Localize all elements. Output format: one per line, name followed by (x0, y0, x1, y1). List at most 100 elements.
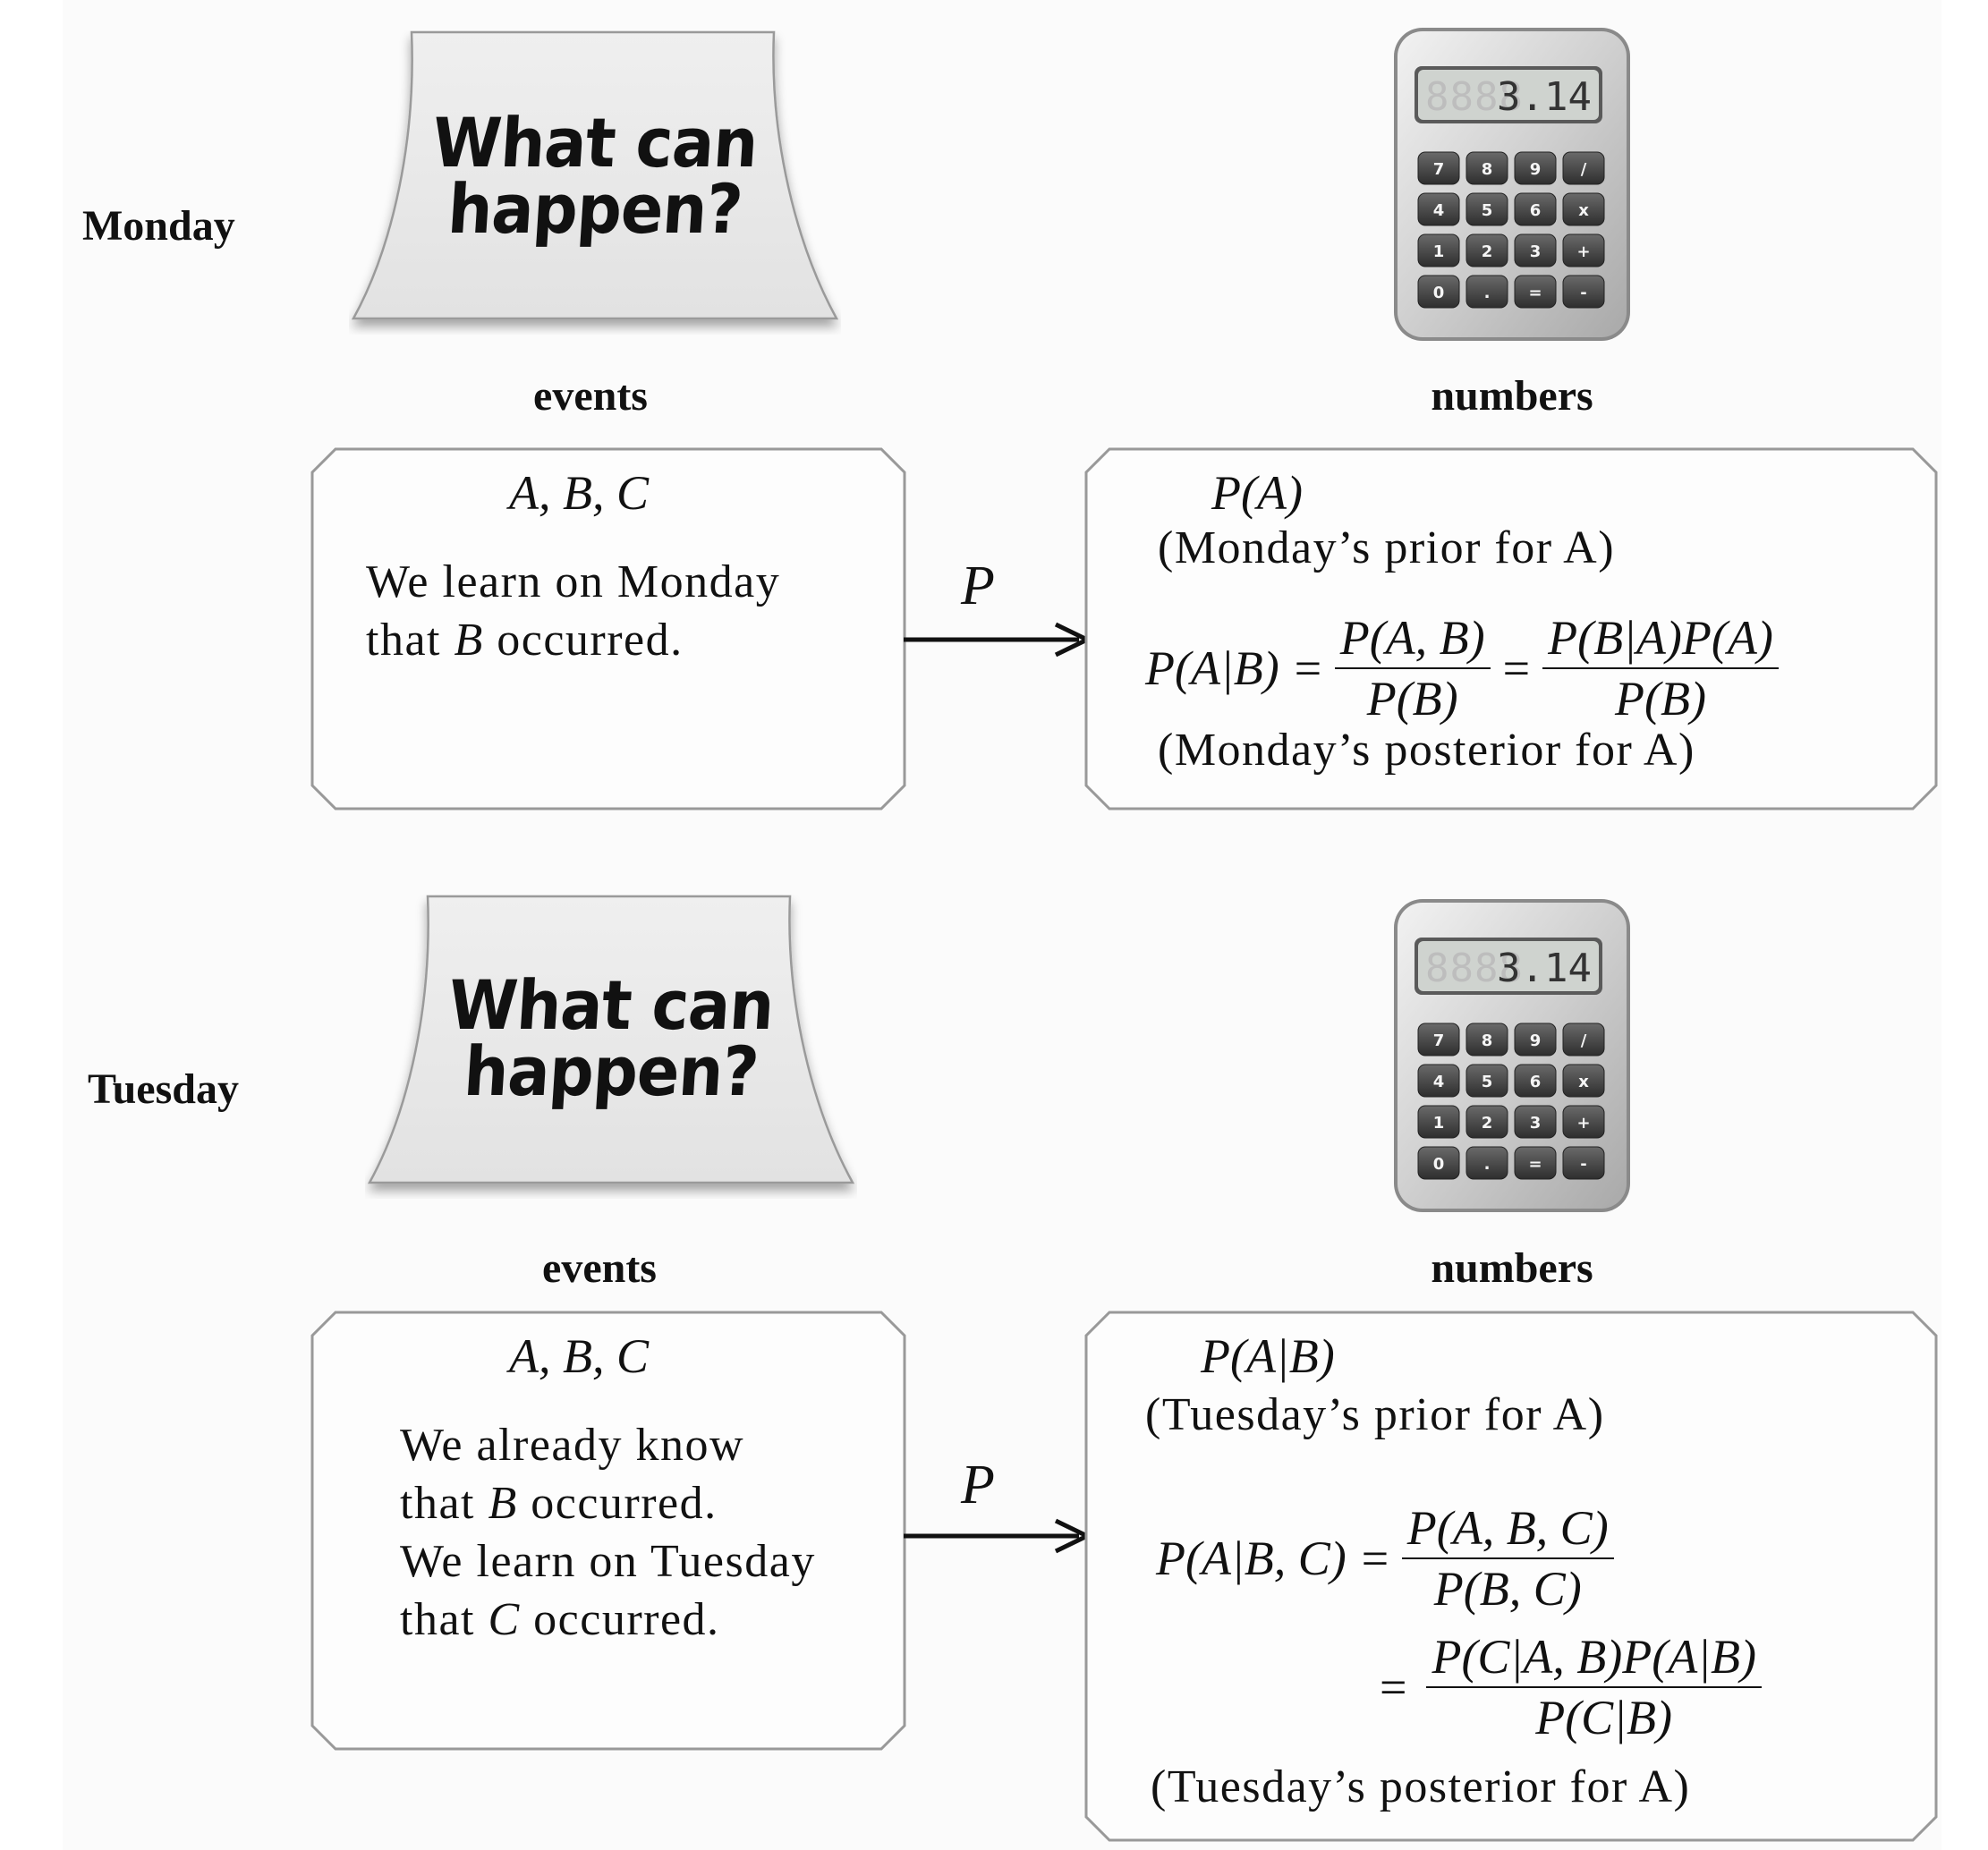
monday-events-label: events (533, 372, 648, 420)
monday-label: Monday (82, 202, 235, 250)
sign-text-line2: happen? (445, 169, 745, 249)
calculator-key (1514, 1146, 1557, 1180)
calculator-key (1417, 151, 1460, 185)
calculator-key-label: 6 (1530, 201, 1542, 220)
calculator-key-label: 0 (1433, 1155, 1445, 1174)
calculator-key (1514, 151, 1557, 185)
calculator-key-label: 5 (1482, 201, 1493, 220)
prior-caption: (Monday’s prior for A) (1158, 522, 1616, 573)
fraction-2: P(B|A)P(A)P(B) (1542, 608, 1779, 728)
sign-shape (367, 895, 855, 1184)
calculator-key (1466, 275, 1508, 309)
posterior-caption: (Monday’s posterior for A) (1158, 725, 1695, 776)
monday-arrow-label: P (961, 556, 995, 616)
monday-arrow (904, 622, 1092, 658)
calculator-key (1562, 275, 1605, 309)
calculator-key (1417, 233, 1460, 267)
calculator-key (1562, 233, 1605, 267)
calculator-key (1514, 1064, 1557, 1098)
calculator-key (1514, 233, 1557, 267)
calculator-key (1466, 1064, 1508, 1098)
calculator-key-label: 2 (1482, 242, 1493, 261)
calculator-key-label: + (1576, 1114, 1590, 1133)
sign-text-line2: happen? (461, 1031, 761, 1111)
calculator-key-label: - (1580, 1155, 1586, 1174)
fraction-1: P(A, B)P(B) (1334, 608, 1491, 728)
calculator-key (1466, 1023, 1508, 1057)
prior-expr: P(A) (1211, 466, 1303, 520)
svg-text:8888: 8888 (1425, 946, 1524, 991)
tuesday-numbers-label: numbers (1431, 1244, 1593, 1292)
calculator-key (1514, 1023, 1557, 1057)
calculator-key-label: = (1528, 284, 1542, 302)
monday-sign: What can happen? (349, 30, 841, 335)
calculator-key-label: x (1578, 1073, 1589, 1091)
sign-text-line1: What can (446, 965, 777, 1045)
calculator-display: 3.14 (1497, 74, 1592, 120)
calculator-key-label: x (1578, 201, 1589, 220)
calculator-key (1562, 192, 1605, 226)
events-line1: We already know (400, 1420, 745, 1471)
calculator-key (1562, 1023, 1605, 1057)
calculator-key-label: 4 (1433, 1073, 1445, 1091)
calculator-key-label: 5 (1482, 1073, 1493, 1091)
calculator-key-label: 9 (1530, 160, 1542, 179)
calculator-key (1514, 275, 1557, 309)
calculator-key-label: 2 (1482, 1114, 1493, 1133)
calculator-key-label: 3 (1530, 1114, 1542, 1133)
calculator-key-label: 1 (1433, 1114, 1445, 1133)
calculator-key (1562, 1146, 1605, 1180)
calculator-key (1417, 1064, 1460, 1098)
events-vars: A, B, C (509, 466, 649, 520)
calculator-key-label: 8 (1482, 1031, 1493, 1050)
calculator-key-label: 4 (1433, 201, 1445, 220)
calculator-key (1514, 192, 1557, 226)
posterior-equation: P(A|B) = P(A, B)P(B) = P(B|A)P(A)P(B) (1145, 608, 1779, 728)
calculator-key (1417, 1146, 1460, 1180)
calculator-key-label: 7 (1433, 1031, 1445, 1050)
tuesday-arrow-label: P (961, 1455, 995, 1515)
calculator-key (1562, 151, 1605, 185)
tuesday-numbers-box: P(A|B) (Tuesday’s prior for A) P(A|B, C)… (1084, 1311, 1938, 1842)
calculator-key-label: / (1581, 1031, 1587, 1050)
sign-text-line1: What can (429, 103, 760, 182)
events-line4: that C occurred. (400, 1594, 720, 1645)
fraction-2: P(C|A, B)P(A|B)P(C|B) (1426, 1627, 1763, 1747)
calculator-key (1466, 192, 1508, 226)
calculator-key-label: + (1576, 242, 1590, 261)
calculator-key (1466, 233, 1508, 267)
tuesday-arrow (904, 1518, 1092, 1554)
monday-events-box: A, B, C We learn on Monday that B occurr… (310, 447, 906, 810)
calculator-key-label: 8 (1482, 160, 1493, 179)
calculator-key (1417, 192, 1460, 226)
sign-shape (351, 30, 839, 320)
monday-numbers-label: numbers (1431, 372, 1593, 420)
prior-caption: (Tuesday’s prior for A) (1145, 1389, 1605, 1440)
prior-expr: P(A|B) (1201, 1329, 1335, 1383)
tuesday-label: Tuesday (88, 1065, 239, 1113)
calculator-key-label: 0 (1433, 284, 1445, 302)
calculator-key (1466, 1105, 1508, 1139)
events-line1: We learn on Monday (366, 556, 781, 607)
calculator-display: 3.14 (1497, 946, 1592, 991)
calculator-key-label: - (1580, 284, 1586, 302)
events-line2: that B occurred. (366, 615, 684, 666)
calculator-key (1417, 1023, 1460, 1057)
fraction-1: P(A, B, C)P(B, C) (1401, 1498, 1614, 1618)
calculator-key (1417, 275, 1460, 309)
calculator-key-label: = (1528, 1155, 1542, 1174)
events-line2: that B occurred. (400, 1478, 718, 1529)
calculator-key (1562, 1105, 1605, 1139)
calculator-key-label: . (1484, 1155, 1491, 1174)
svg-text:8888: 8888 (1425, 74, 1524, 120)
posterior-equation-line1: P(A|B, C) = P(A, B, C)P(B, C) (1156, 1498, 1614, 1618)
calculator-key-label: 6 (1530, 1073, 1542, 1091)
calculator-key-label: 1 (1433, 242, 1445, 261)
posterior-caption: (Tuesday’s posterior for A) (1151, 1761, 1691, 1812)
events-line3: We learn on Tuesday (400, 1536, 816, 1587)
calculator-key-label: 9 (1530, 1031, 1542, 1050)
